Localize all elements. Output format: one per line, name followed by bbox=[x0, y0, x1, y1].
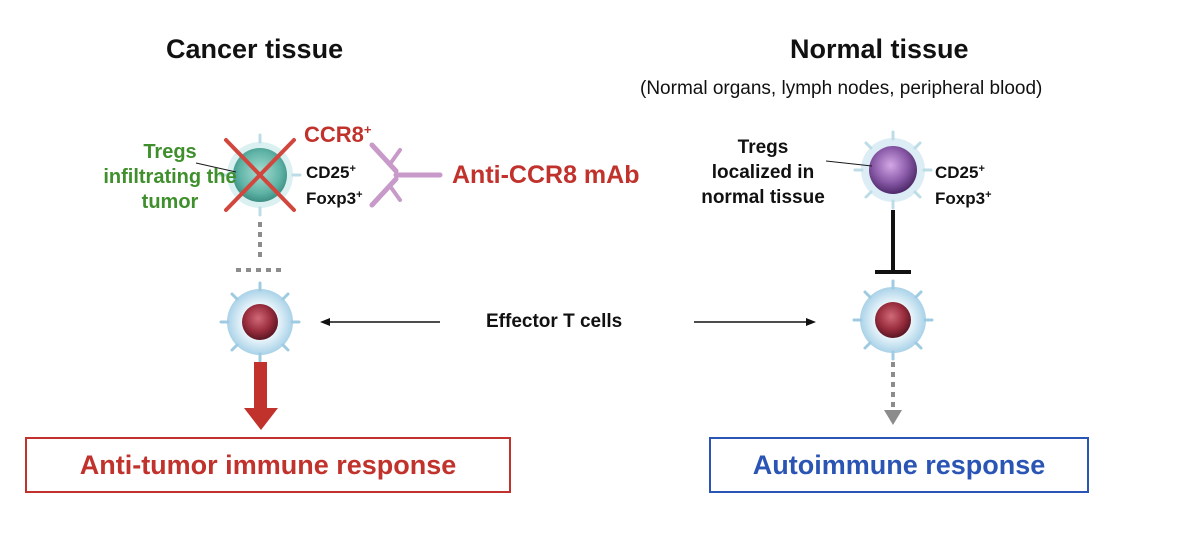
cd25-superscript: + bbox=[349, 163, 356, 175]
anti-tumor-response-box: Anti-tumor immune response bbox=[25, 437, 511, 493]
cancer-tregs-label-line: tumor bbox=[141, 191, 199, 213]
foxp3-superscript: + bbox=[356, 189, 363, 201]
cd25-marker-text: CD25 bbox=[306, 163, 350, 182]
ccr8-marker-text: CCR8 bbox=[304, 122, 364, 147]
normal-treg-leader-line bbox=[825, 160, 873, 167]
inhibition-icon bbox=[875, 210, 911, 274]
cancer-tregs-label-line: infiltrating the bbox=[103, 166, 237, 188]
gray-dashed-arrow-down-icon bbox=[884, 362, 902, 425]
normal-foxp3-marker-text: Foxp3 bbox=[935, 189, 986, 208]
cross-out-icon bbox=[224, 138, 296, 212]
effector-t-cell-right-icon bbox=[852, 279, 934, 361]
normal-cd25-marker: CD25+ bbox=[935, 158, 992, 184]
anti-ccr8-mab-label: Anti-CCR8 mAb bbox=[452, 161, 640, 189]
autoimmune-response-box: Autoimmune response bbox=[709, 437, 1089, 493]
normal-tregs-label-line: localized in bbox=[711, 162, 815, 183]
arrow-right-icon bbox=[694, 318, 816, 326]
normal-markers: CD25+ Foxp3+ bbox=[935, 158, 992, 210]
red-arrow-down-icon bbox=[244, 362, 278, 430]
effector-t-cells-label: Effector T cells bbox=[486, 311, 623, 332]
normal-tregs-label: Tregs localized in normal tissue bbox=[688, 135, 838, 210]
normal-foxp3-superscript: + bbox=[985, 189, 992, 201]
normal-foxp3-marker: Foxp3+ bbox=[935, 184, 992, 210]
normal-cd25-superscript: + bbox=[978, 163, 985, 175]
cancer-markers: CD25+ Foxp3+ bbox=[306, 158, 363, 210]
ccr8-marker: CCR8+ bbox=[304, 122, 372, 148]
effector-t-cell-left-icon bbox=[219, 281, 301, 363]
normal-tregs-label-line: normal tissue bbox=[701, 187, 825, 208]
cancer-treg-leader-line bbox=[195, 162, 237, 173]
normal-treg-cell-icon bbox=[853, 130, 933, 210]
arrow-left-icon bbox=[320, 318, 440, 326]
antibody-icon bbox=[369, 142, 443, 208]
cancer-tregs-label-line: Tregs bbox=[143, 141, 197, 163]
foxp3-marker: Foxp3+ bbox=[306, 184, 363, 210]
normal-tissue-subtitle: (Normal organs, lymph nodes, peripheral … bbox=[640, 78, 1043, 99]
normal-cd25-marker-text: CD25 bbox=[935, 163, 979, 182]
normal-tregs-label-line: Tregs bbox=[737, 137, 789, 158]
ccr8-superscript: + bbox=[363, 122, 372, 137]
normal-tissue-title: Normal tissue bbox=[790, 34, 969, 64]
foxp3-marker-text: Foxp3 bbox=[306, 189, 357, 208]
cd25-marker: CD25+ bbox=[306, 158, 363, 184]
cancer-tregs-label: Tregs infiltrating the tumor bbox=[100, 140, 240, 215]
cancer-tissue-title: Cancer tissue bbox=[166, 34, 344, 64]
